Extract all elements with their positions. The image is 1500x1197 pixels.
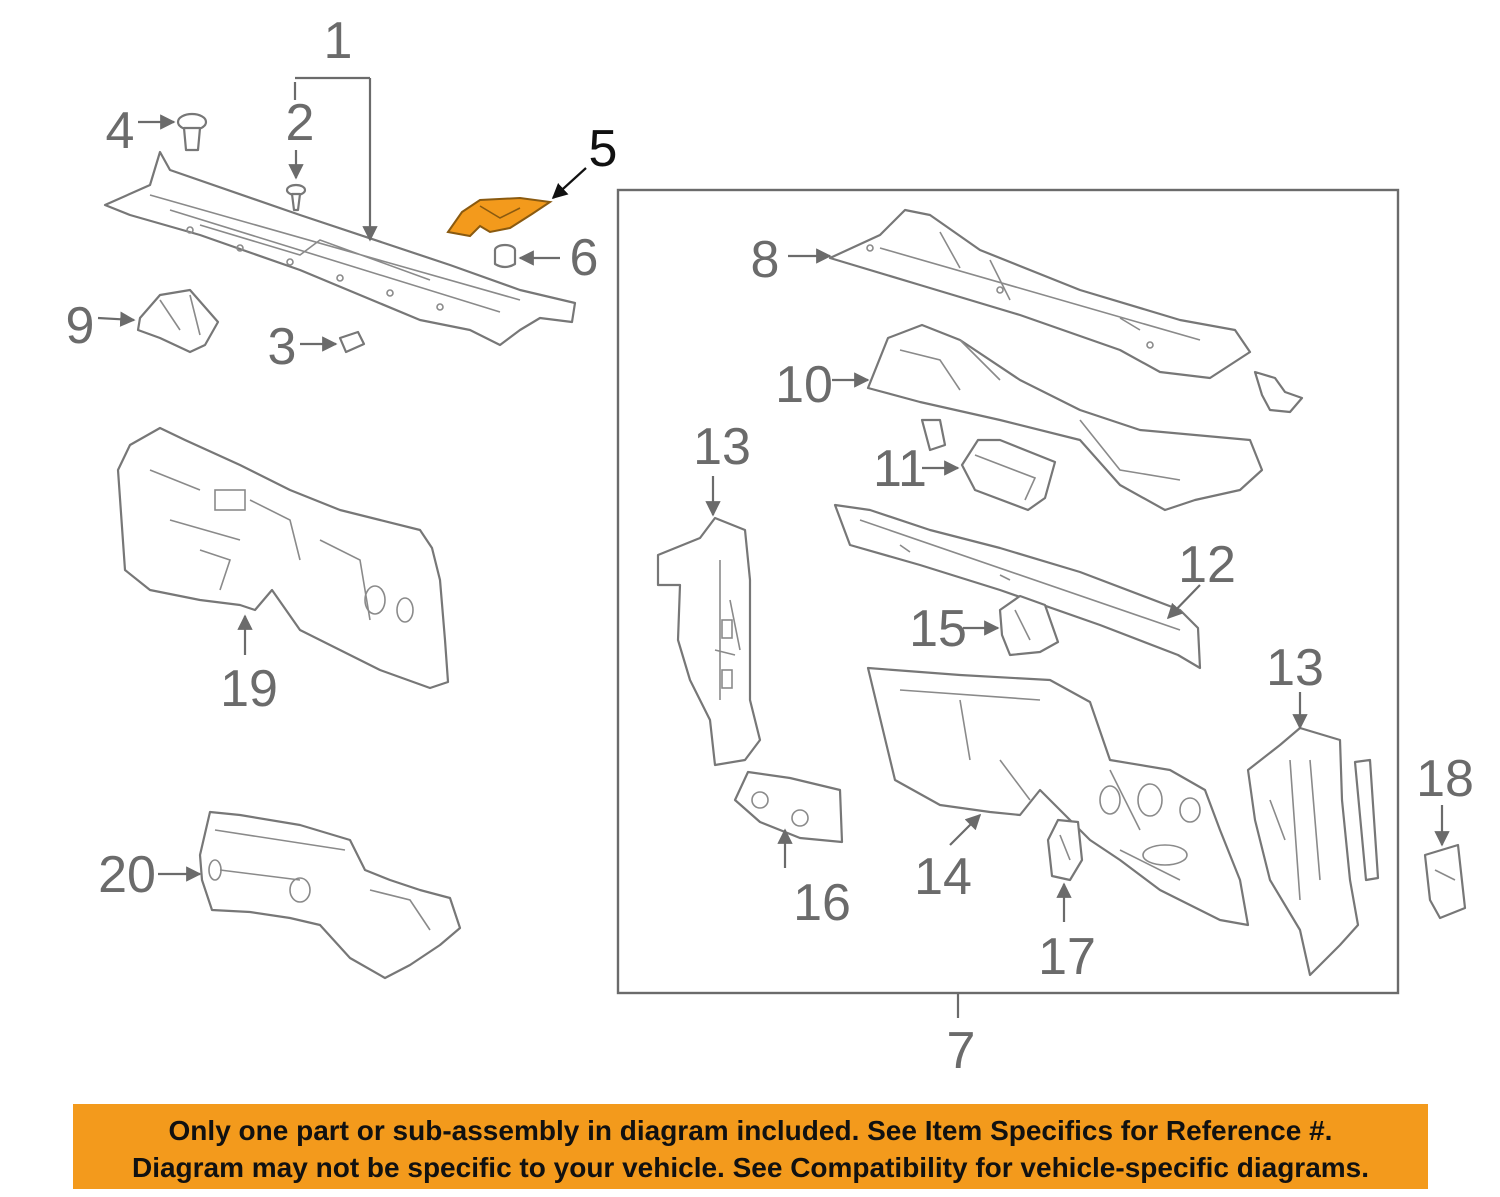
small-bracket-part (1253, 370, 1304, 414)
callout-12: 12 (1178, 536, 1236, 594)
cowl-panel-part (103, 150, 577, 347)
clip-part-4 (176, 112, 208, 152)
cowl-upper-part-8 (828, 208, 1252, 380)
grommet-part-6 (493, 243, 517, 269)
screw-part-2 (285, 183, 307, 212)
callout-8: 8 (751, 231, 780, 289)
callout-6: 6 (570, 229, 599, 287)
callout-20: 20 (98, 846, 156, 904)
callout-1: 1 (324, 12, 353, 70)
callout-2: 2 (286, 94, 315, 152)
dash-panel-part-19 (116, 426, 450, 690)
bracket-part-15 (998, 594, 1060, 657)
reinforcement-part-11 (920, 418, 1057, 512)
disclaimer-line-1: Only one part or sub-assembly in diagram… (168, 1115, 1333, 1146)
leader-line-5 (551, 167, 587, 200)
callout-3: 3 (268, 318, 297, 376)
callout-15: 15 (909, 600, 967, 658)
callout-9: 9 (66, 297, 95, 355)
callout-5: 5 (589, 120, 618, 178)
disclaimer-banner: Only one part or sub-assembly in diagram… (73, 1104, 1428, 1189)
bracket-part-16 (733, 770, 844, 844)
hinge-pillar-part-13-left (656, 516, 762, 767)
assembly-box-7 (616, 188, 1400, 995)
callout-16: 16 (793, 874, 851, 932)
seal-part-3 (338, 330, 366, 354)
bracket-part-17 (1046, 818, 1084, 882)
leader-line-14 (949, 813, 982, 846)
callout-11: 11 (873, 440, 927, 498)
callout-13-right: 13 (1266, 639, 1324, 697)
leader-line-9 (97, 311, 136, 327)
disclaimer-line-2: Diagram may not be specific to your vehi… (131, 1152, 1370, 1183)
callout-13-left: 13 (693, 418, 751, 476)
cowl-lower-part-10 (866, 323, 1264, 512)
callout-17: 17 (1038, 928, 1096, 986)
bracket-part-18 (1423, 843, 1467, 920)
insulator-part-20 (198, 810, 462, 980)
callout-19: 19 (220, 660, 278, 718)
leader-line-12 (1166, 584, 1201, 620)
dash-panel-part-14 (866, 666, 1250, 927)
highlighted-part-5 (446, 196, 553, 238)
crossmember-part-12 (833, 503, 1202, 670)
callout-10: 10 (775, 356, 833, 414)
callout-18: 18 (1416, 750, 1474, 808)
callout-14: 14 (914, 848, 972, 906)
callout-4: 4 (106, 102, 135, 160)
bracket-part-9 (136, 288, 220, 354)
hinge-pillar-part-13-right (1246, 726, 1380, 977)
callout-7: 7 (947, 1022, 976, 1080)
